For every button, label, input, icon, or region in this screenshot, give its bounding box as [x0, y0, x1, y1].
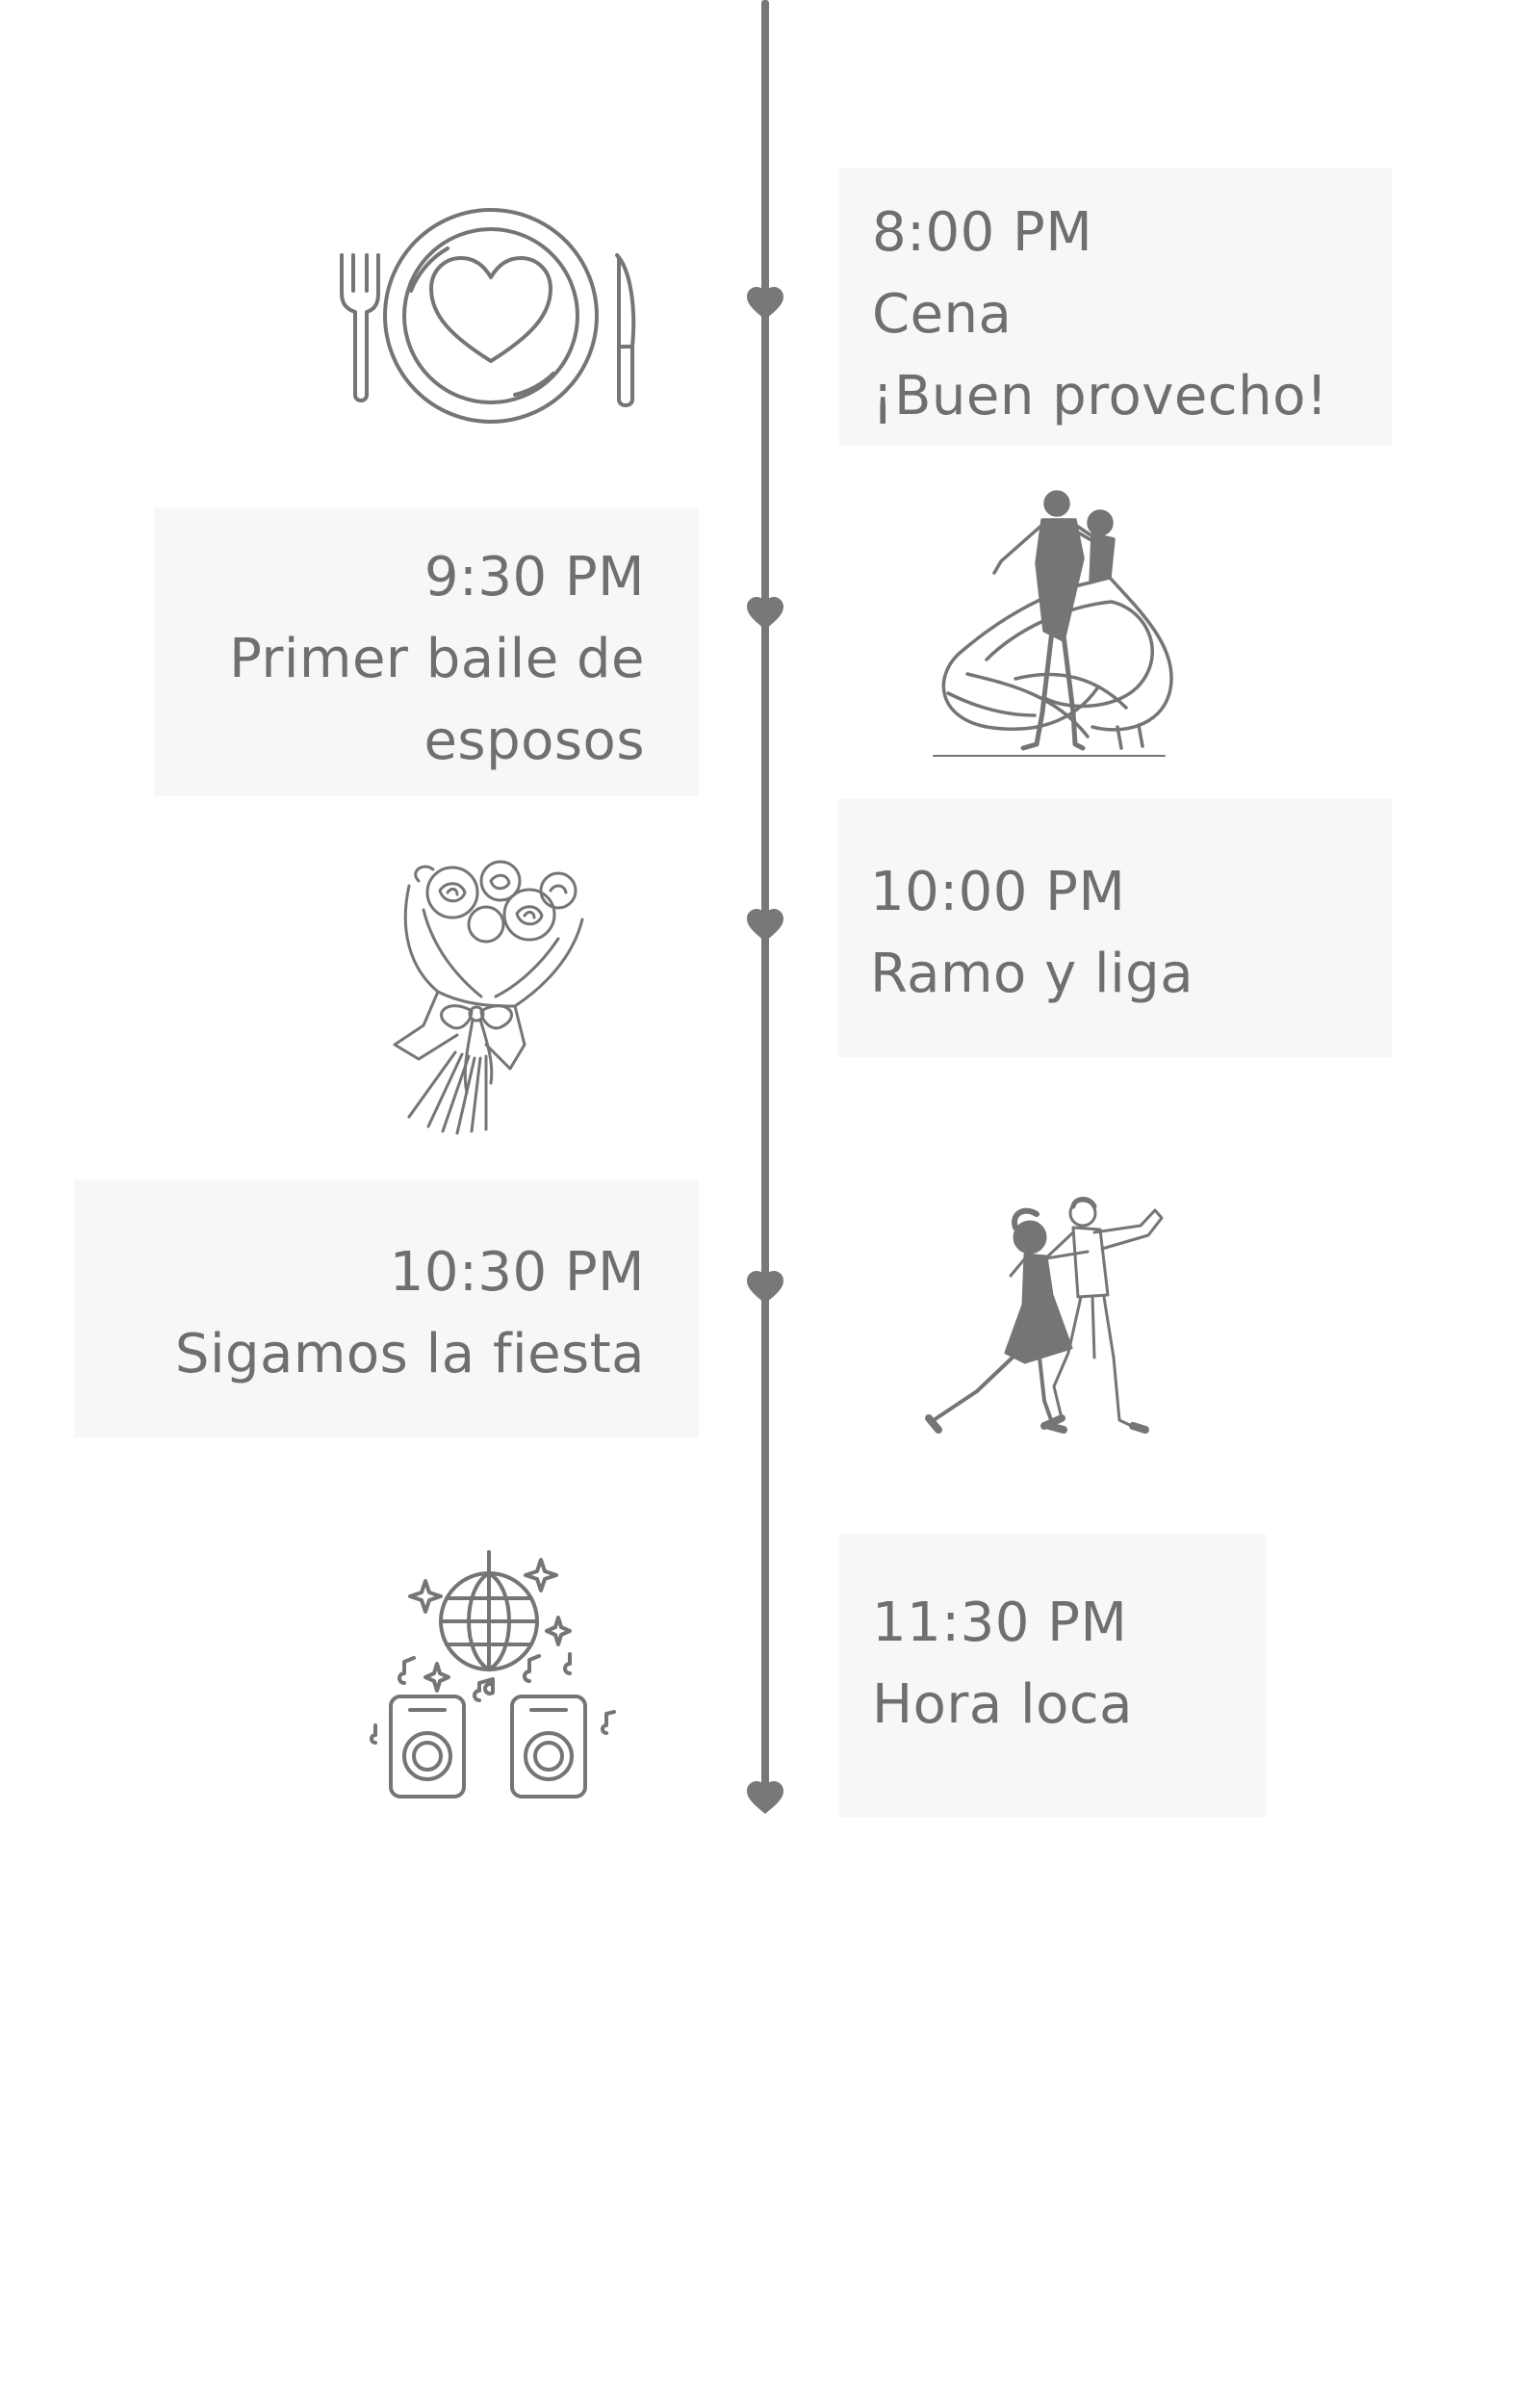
timeline-line — [761, 0, 769, 1800]
dinner-plate-icon — [332, 202, 650, 428]
bouquet-icon — [380, 852, 597, 1141]
event-card-hora-loca: 11:30 PM Hora loca — [839, 1534, 1266, 1817]
event-card-ramo-y-liga: 10:00 PM Ramo y liga — [837, 799, 1392, 1057]
event-title: Sigamos la fiesta — [174, 1323, 645, 1385]
event-card-primer-baile: 9:30 PM Primer baile de esposos — [154, 507, 699, 796]
event-subtitle: ¡Buen provecho! — [872, 365, 1328, 427]
event-title: Cena — [872, 283, 1013, 346]
event-time: 8:00 PM — [872, 201, 1093, 264]
heart-marker-icon — [747, 287, 783, 320]
event-title: Ramo y liga — [870, 943, 1194, 1005]
dancers-icon — [919, 1189, 1179, 1463]
event-title-line1: Primer baile de — [229, 628, 645, 690]
event-card-sigamos-la-fiesta: 10:30 PM Sigamos la fiesta — [74, 1179, 699, 1437]
heart-marker-icon — [747, 1271, 783, 1304]
event-time: 9:30 PM — [424, 546, 645, 608]
event-time: 10:30 PM — [389, 1241, 645, 1304]
event-time: 10:00 PM — [870, 861, 1126, 923]
event-card-cena: 8:00 PM Cena ¡Buen provecho! — [839, 168, 1392, 446]
disco-speakers-icon — [366, 1550, 616, 1800]
heart-marker-icon — [747, 909, 783, 942]
event-title: Hora loca — [872, 1673, 1133, 1736]
heart-marker-icon — [747, 597, 783, 630]
heart-marker-icon — [747, 1781, 783, 1814]
event-time: 11:30 PM — [872, 1592, 1128, 1654]
event-title-line2: esposos — [424, 710, 645, 772]
dancing-couple-icon — [929, 486, 1189, 761]
